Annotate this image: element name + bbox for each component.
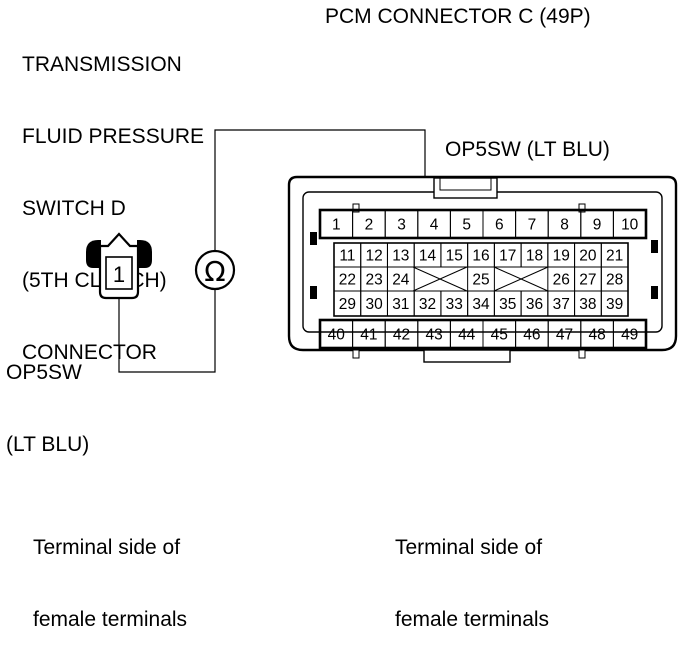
wire-label-left-line-2: (LT BLU) [6, 433, 90, 456]
pin-29: 29 [339, 296, 356, 313]
pin-4: 4 [430, 217, 439, 234]
pin-18: 18 [526, 248, 543, 265]
pin-17: 17 [499, 248, 516, 265]
pin-46: 46 [523, 327, 540, 344]
pin-1: 1 [332, 217, 341, 234]
pcm-outer-shell [287, 175, 678, 352]
pin-cell [600, 290, 629, 317]
pin-10: 10 [621, 217, 639, 234]
pin-34: 34 [472, 296, 490, 313]
pin-2: 2 [365, 217, 374, 234]
pin-19: 19 [553, 248, 570, 265]
caption-right-line-2: female terminals [395, 608, 550, 631]
pin-35: 35 [499, 296, 516, 313]
terminal-1: 1 [113, 262, 125, 287]
pin-43: 43 [425, 327, 442, 344]
blank-cavities [412, 266, 549, 292]
pin-15: 15 [446, 248, 463, 265]
pin-21: 21 [606, 248, 623, 265]
pin-26: 26 [553, 272, 570, 289]
pin-47: 47 [556, 327, 573, 344]
pin-25: 25 [472, 272, 489, 289]
side-key-left-bottom [310, 286, 317, 299]
pin-5: 5 [462, 217, 471, 234]
pin-42: 42 [393, 327, 410, 344]
ohmmeter: Ω [194, 249, 236, 291]
wire-label-left-line-1: OP5SW [6, 361, 82, 384]
pin-39: 39 [606, 296, 623, 313]
pin-16: 16 [472, 248, 489, 265]
caption-left-line-2: female terminals [33, 608, 188, 631]
pin-23: 23 [365, 272, 382, 289]
pin-cell [612, 319, 647, 349]
pin-24: 24 [392, 272, 410, 289]
pin-12: 12 [365, 248, 382, 265]
pin-33: 33 [446, 296, 463, 313]
pin-14: 14 [419, 248, 437, 265]
side-key-left-top [310, 232, 317, 245]
pin-37: 37 [553, 296, 570, 313]
title-line-1: TRANSMISSION [22, 53, 182, 76]
pin-40: 40 [328, 327, 346, 344]
terminal-cavity [105, 256, 133, 290]
side-key-right-top [651, 240, 658, 253]
pin-38: 38 [579, 296, 596, 313]
pin-27: 27 [579, 272, 596, 289]
pin-8: 8 [560, 217, 569, 234]
wire-label-left: OP5SW (LT BLU) [6, 313, 89, 481]
pcm-top-latch-inner [439, 177, 492, 191]
wire-label-right: OP5SW (LT BLU) [445, 138, 610, 161]
ohm-symbol: Ω [204, 255, 225, 288]
pin-3: 3 [397, 217, 406, 234]
title-line-3: SWITCH D [22, 197, 126, 220]
latch-left [86, 240, 101, 268]
wire-switch-to-meter [118, 289, 216, 373]
pin-9: 9 [593, 217, 602, 234]
pin-13: 13 [392, 248, 409, 265]
title-line-2: FLUID PRESSURE [22, 125, 205, 148]
pin-11: 11 [339, 248, 355, 265]
pin-45: 45 [491, 327, 508, 344]
locator-bottom-left [352, 349, 360, 359]
pin-28: 28 [606, 272, 623, 289]
pin-cell [612, 209, 647, 239]
pin-49: 49 [621, 327, 638, 344]
pcm-bottom-tab [423, 349, 511, 363]
pin-44: 44 [458, 327, 476, 344]
pin-7: 7 [528, 217, 537, 234]
ohmmeter-circle [194, 249, 236, 291]
pin-6: 6 [495, 217, 504, 234]
latch-right [137, 240, 152, 268]
pin-20: 20 [579, 248, 597, 265]
pcm-connector-title: PCM CONNECTOR C (49P) [325, 5, 591, 28]
locator-top-left [352, 203, 360, 213]
pin-32: 32 [419, 296, 436, 313]
pin-36: 36 [526, 296, 543, 313]
pin-30: 30 [365, 296, 383, 313]
pin-22: 22 [339, 272, 356, 289]
pin-41: 41 [360, 327, 377, 344]
pcm-top-latch [433, 177, 498, 199]
locator-top-right [578, 203, 586, 213]
pin-31: 31 [392, 296, 409, 313]
pin-48: 48 [588, 327, 605, 344]
switch-connector: 1 [86, 232, 152, 300]
locator-bottom-right [578, 349, 586, 359]
title-line-5: CONNECTOR [22, 341, 157, 364]
side-key-right-bottom [651, 286, 658, 299]
